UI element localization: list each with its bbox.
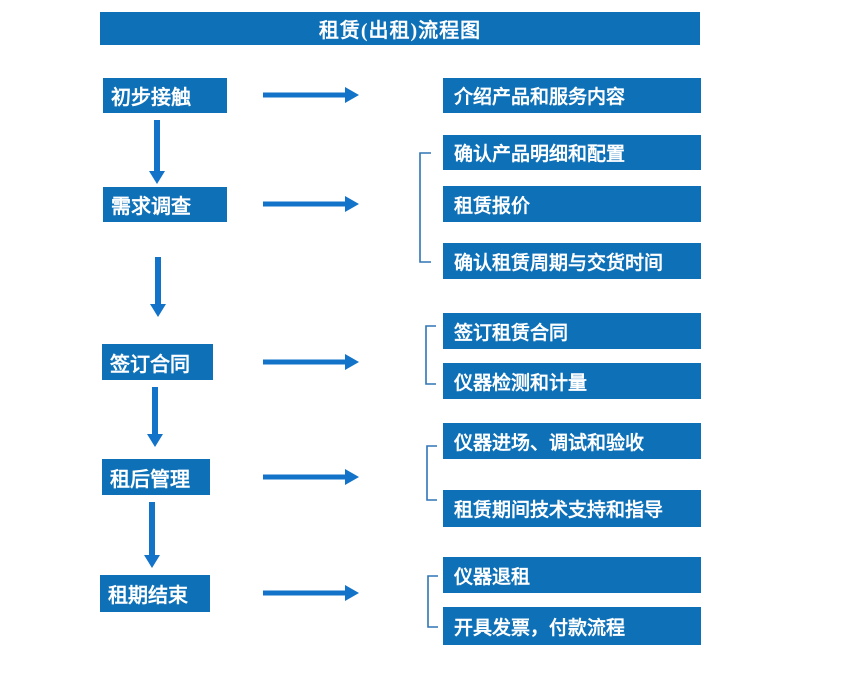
detail-box-confirm-rental-period-delivery: 确认租赁周期与交货时间 (443, 243, 701, 279)
detail-box-instrument-return: 仪器退租 (443, 557, 701, 593)
stage-box-initial-contact: 初步接触 (103, 78, 227, 113)
arrow-right-icon-stage1 (263, 87, 359, 103)
flowchart-title-banner: 租赁(出租)流程图 (100, 12, 700, 45)
detail-box-invoice-payment-process: 开具发票，付款流程 (443, 607, 701, 645)
flowchart-title: 租赁(出租)流程图 (318, 20, 482, 42)
bracket-stage4-details (426, 445, 437, 501)
detail-box-instrument-arrival-debug-acceptance: 仪器进场、调试和验收 (443, 423, 701, 459)
arrow-right-icon-stage5 (263, 585, 359, 601)
arrow-down-icon-stage3-4 (147, 387, 163, 447)
detail-box-rental-quotation: 租赁报价 (443, 186, 701, 222)
bracket-stage3-details (425, 325, 436, 385)
detail-box-instrument-inspection-calibration: 仪器检测和计量 (443, 363, 701, 399)
detail-box-introduce-products-services: 介绍产品和服务内容 (443, 78, 701, 113)
bracket-stage5-details (427, 575, 438, 628)
detail-box-confirm-product-details-config: 确认产品明细和配置 (443, 135, 701, 170)
arrow-right-icon-stage2 (263, 196, 359, 212)
detail-box-rental-technical-support: 租赁期间技术支持和指导 (443, 490, 701, 527)
arrow-down-icon-stage2-3 (150, 257, 166, 317)
arrow-right-icon-stage3 (263, 354, 359, 370)
stage-box-sign-contract: 签订合同 (102, 344, 213, 380)
arrow-down-icon-stage1-2 (149, 120, 165, 184)
arrow-down-icon-stage4-5 (144, 502, 160, 568)
bracket-stage2-details (419, 152, 431, 263)
stage-box-post-rental-management: 租后管理 (102, 459, 210, 495)
stage-box-rental-end: 租期结束 (100, 575, 210, 612)
arrow-right-icon-stage4 (263, 469, 359, 485)
stage-box-demand-survey: 需求调查 (103, 187, 227, 222)
detail-box-sign-rental-contract: 签订租赁合同 (443, 313, 701, 349)
